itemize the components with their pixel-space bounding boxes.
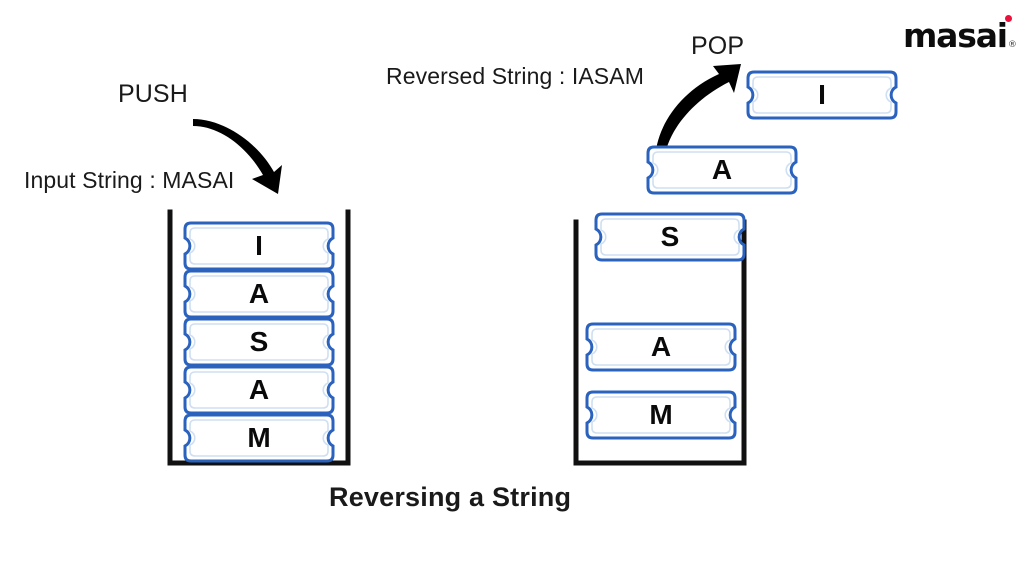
masai-logo: masai ® xyxy=(903,15,1017,55)
push-arrow-icon xyxy=(190,110,300,195)
card-right-stack-1: S xyxy=(594,212,746,262)
reversed-string-label: Reversed String : IASAM xyxy=(386,63,644,89)
pop-stack-frame xyxy=(572,218,748,468)
card-popped-2: A xyxy=(646,145,798,195)
pop-label: POP xyxy=(691,32,745,60)
push-stack-frame xyxy=(166,208,352,468)
push-label: PUSH xyxy=(118,80,188,108)
input-string-label: Input String : MASAI xyxy=(24,167,235,193)
masai-logo-dot xyxy=(1004,15,1012,22)
figure-title: Reversing a String xyxy=(329,482,572,512)
card-right-stack-2: A xyxy=(585,322,737,372)
card-left-2: A xyxy=(183,269,335,319)
card-left-4: A xyxy=(183,365,335,415)
registered-mark-icon: ® xyxy=(1007,40,1017,50)
card-left-1: I xyxy=(183,221,335,271)
card-left-3: S xyxy=(183,317,335,367)
card-left-5: M xyxy=(183,413,335,463)
masai-logo-wordmark: masai xyxy=(903,16,1008,55)
card-right-stack-3: M xyxy=(585,390,737,440)
card-popped-1: I xyxy=(746,70,898,120)
